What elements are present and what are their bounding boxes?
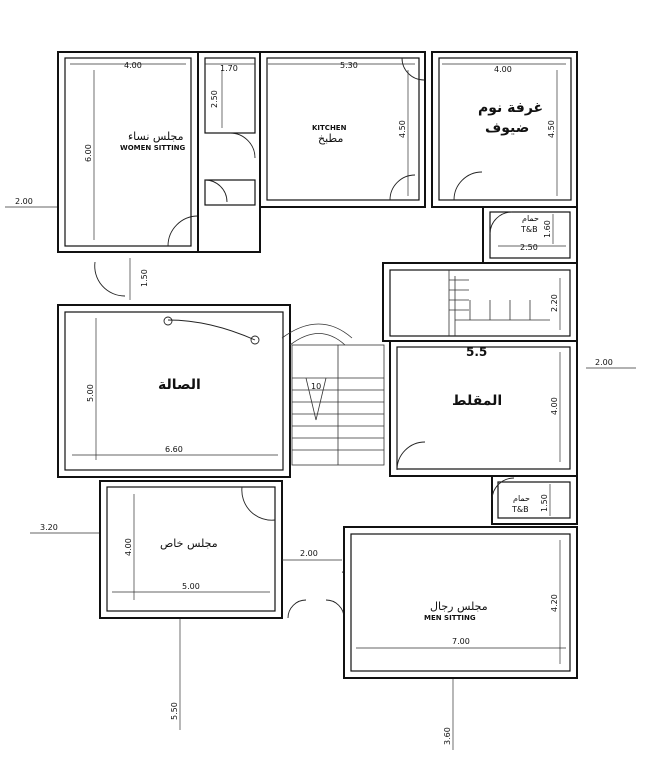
maqlat-top-label: 5.5 (466, 345, 487, 359)
setback-top-left: 2.00 (15, 197, 33, 206)
hall-depth: 5.00 (86, 384, 95, 402)
bath-lower-depth: 1.50 (540, 494, 549, 512)
guest-bedroom-width: 4.00 (494, 65, 512, 74)
private-majlis-width: 5.00 (182, 582, 200, 591)
store-room (197, 51, 261, 253)
kitchen-depth: 4.50 (398, 120, 407, 138)
maqlat-room (389, 340, 578, 477)
entrance-width: 2.00 (300, 549, 318, 558)
store-width: 1.70 (220, 64, 238, 73)
bath-upper-depth: 1.60 (543, 220, 552, 238)
men-sitting-label-en: MEN SITTING (424, 614, 476, 622)
kitchen-label-en: KITCHEN (312, 124, 347, 132)
maqlat-label: المقلط (452, 393, 502, 409)
women-sitting-depth: 6.00 (84, 144, 93, 162)
women-sitting-width: 4.00 (124, 61, 142, 70)
setback-right: 2.00 (595, 358, 613, 367)
maqlat-depth: 4.00 (550, 397, 559, 415)
stair-right-depth: 2.20 (550, 294, 559, 312)
setback-bottom-right: 3.60 (443, 727, 452, 745)
women-sitting-room (57, 51, 199, 253)
hall-width: 6.60 (165, 445, 183, 454)
kitchen-room (259, 51, 426, 208)
men-sitting-label-ar: مجلس رجال (430, 600, 488, 613)
women-sitting-label-en: WOMEN SITTING (120, 144, 186, 152)
guest-bedroom-label-1: غرفة نوم (478, 100, 543, 116)
private-majlis-label: مجلس خاص (160, 537, 218, 550)
kitchen-label-ar: مطبخ (318, 132, 343, 145)
kitchen-width: 5.30 (340, 61, 358, 70)
bath-upper-label-en: T&B (520, 225, 538, 234)
setback-bottom-left: 5.50 (170, 702, 179, 720)
guest-bedroom (431, 51, 578, 208)
women-sitting-label-ar: مجلس نساء (128, 130, 184, 143)
setback-left: 3.20 (40, 523, 58, 532)
men-sitting-depth: 4.20 (550, 594, 559, 612)
private-majlis-room (99, 480, 283, 619)
private-majlis-depth: 4.00 (124, 538, 133, 556)
men-sitting-room (343, 526, 578, 679)
central-stair (281, 323, 385, 466)
hall-room (57, 304, 291, 478)
stair-right (382, 262, 578, 342)
setback-lines (5, 206, 636, 750)
men-sitting-width: 7.00 (452, 637, 470, 646)
bath-upper-label-ar: حمام (522, 214, 539, 223)
hall-label: الصالة (158, 377, 201, 393)
corridor-door (94, 261, 126, 297)
store-depth: 2.50 (210, 90, 219, 108)
bath-upper (482, 206, 578, 264)
bath-upper-width: 2.50 (520, 243, 538, 252)
corridor-depth: 1.50 (140, 269, 149, 287)
guest-bedroom-label-2: ضيوف (485, 120, 529, 136)
guest-bedroom-depth: 4.50 (547, 120, 556, 138)
stair-center-label: 10 (311, 382, 321, 391)
bath-lower-label-en: T&B (511, 505, 529, 514)
bath-lower-label-ar: حمام (513, 494, 530, 503)
bath-lower (491, 475, 578, 525)
